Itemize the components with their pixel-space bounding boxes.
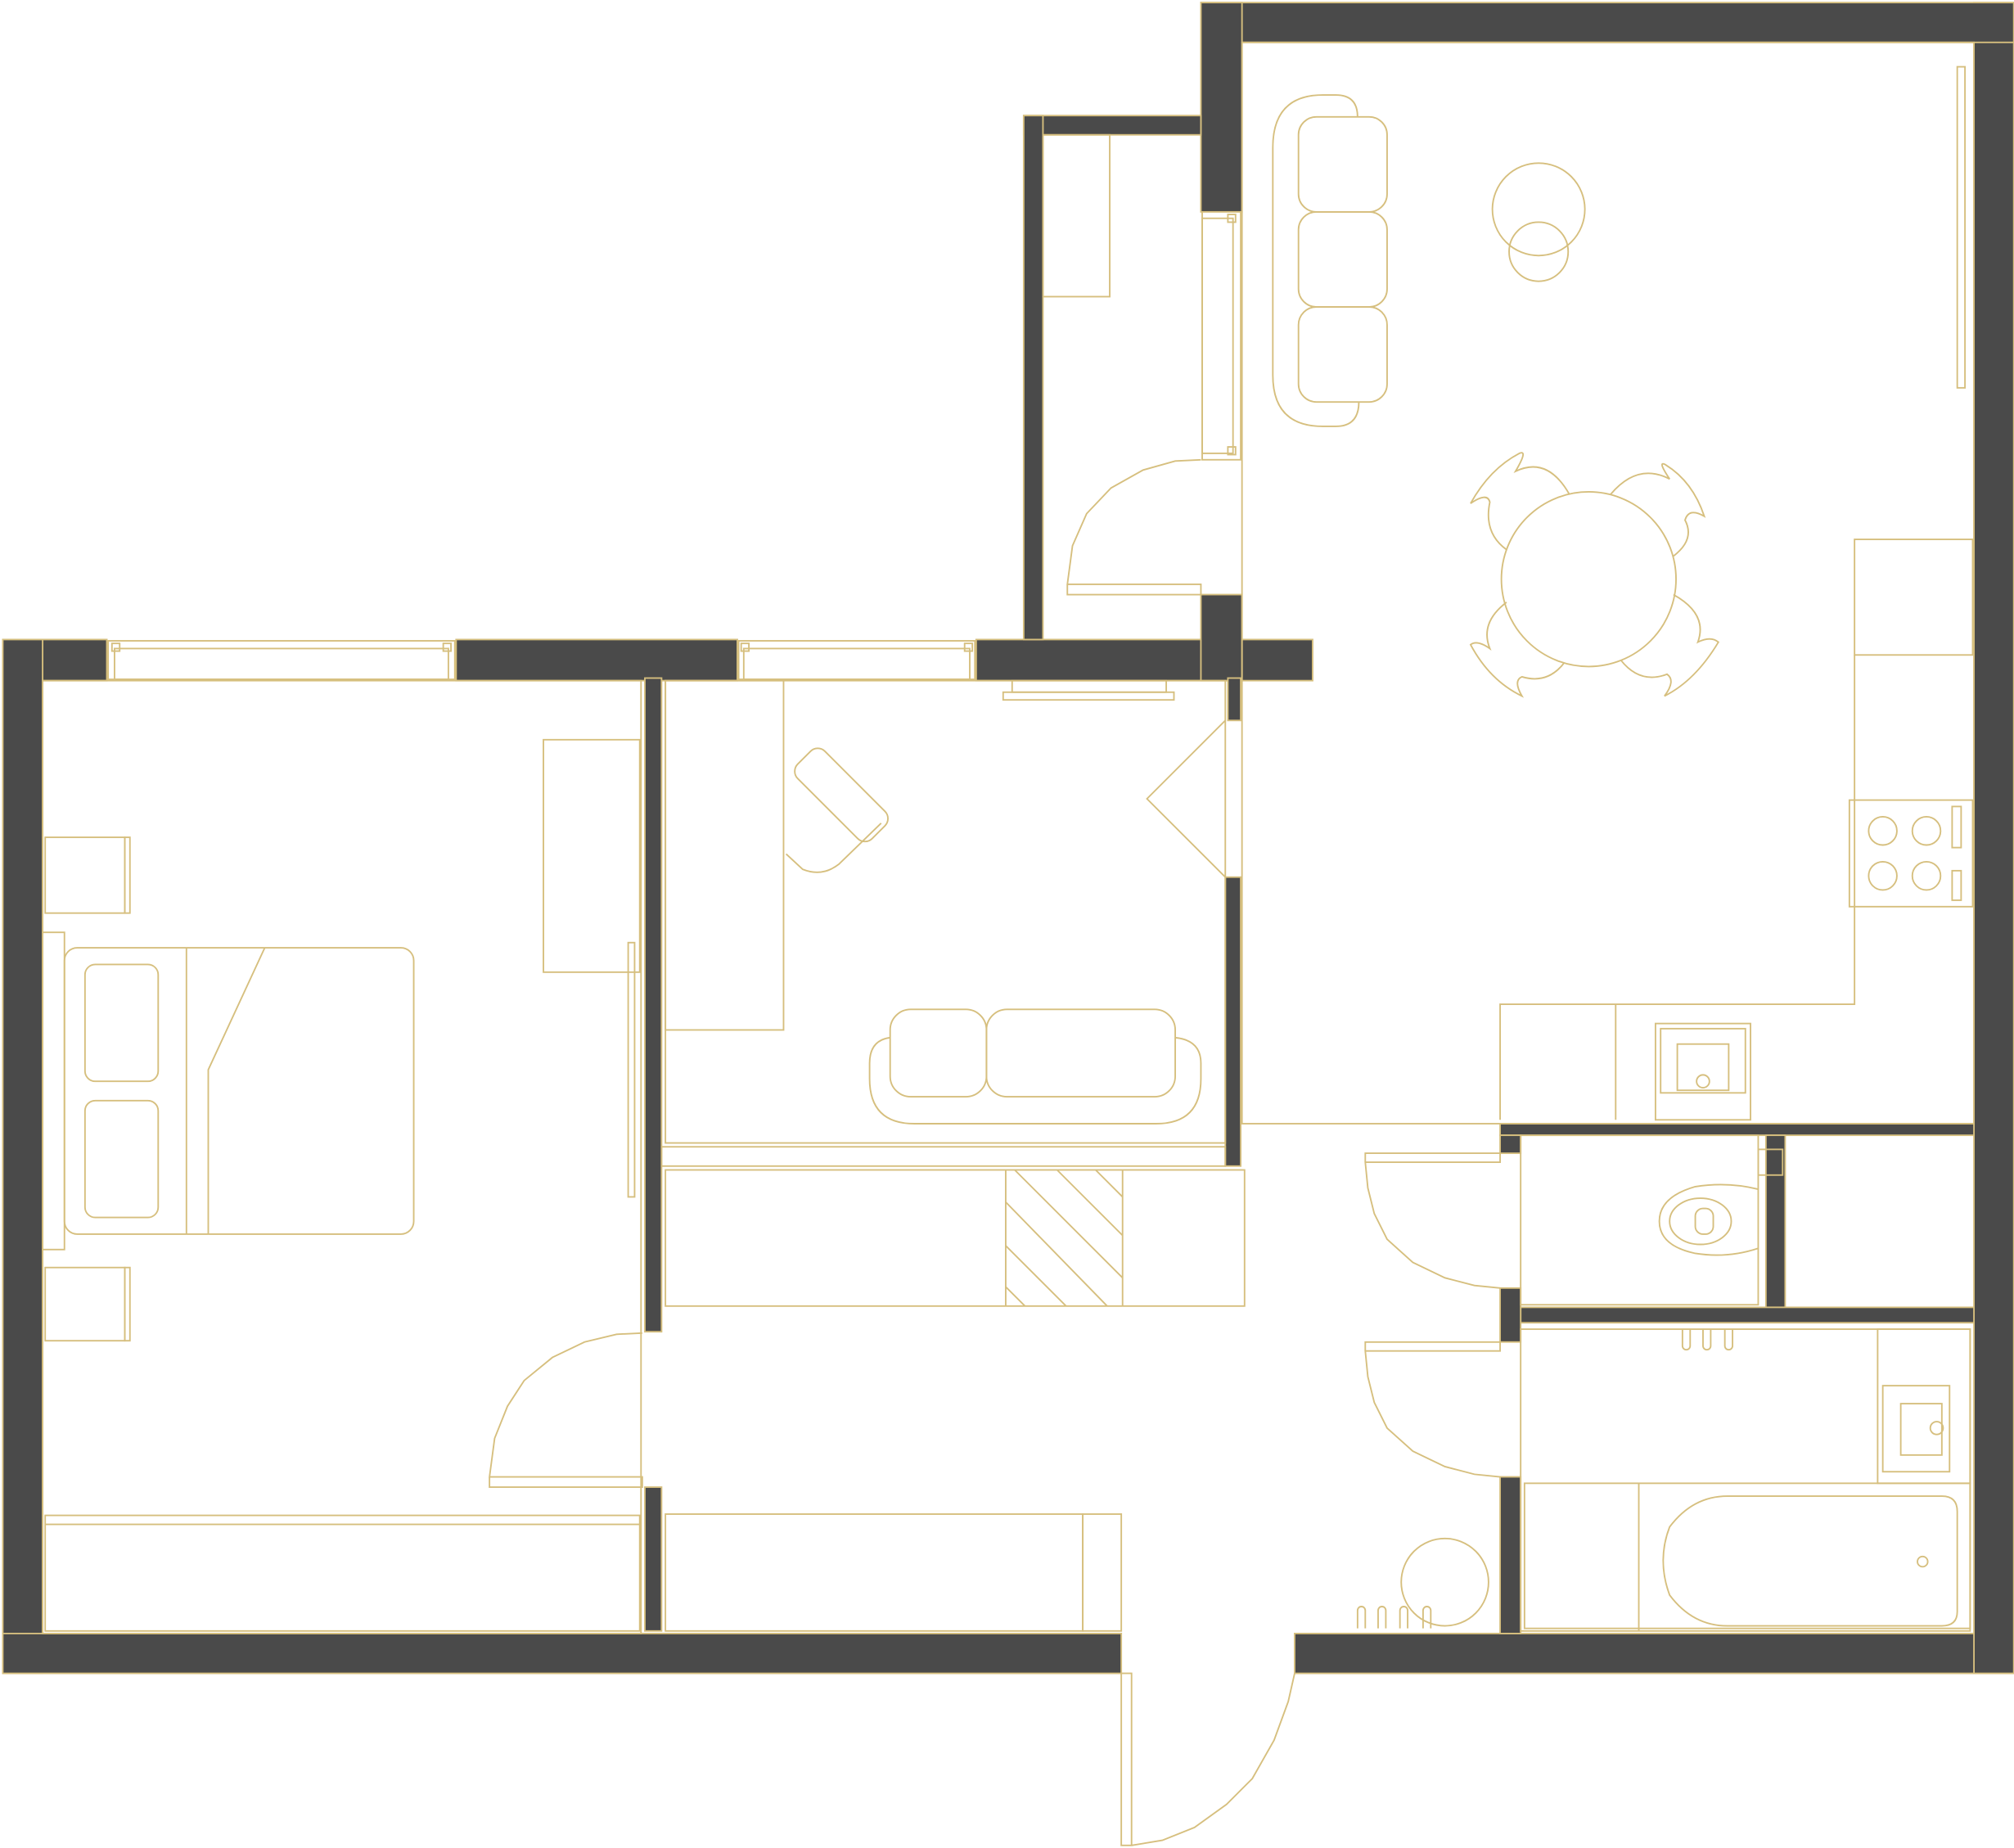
radiator bbox=[1011, 679, 1168, 693]
nightstand bbox=[44, 836, 126, 914]
bedroom-furniture bbox=[42, 738, 641, 1632]
door-toilet bbox=[1364, 1152, 1501, 1289]
door-bedroom bbox=[489, 1332, 643, 1489]
tv bbox=[627, 941, 636, 1198]
bed bbox=[63, 947, 415, 1235]
door-entrance bbox=[1120, 1672, 1295, 1846]
plant bbox=[1400, 1537, 1489, 1627]
wardrobe bbox=[44, 1514, 641, 1632]
desk bbox=[665, 679, 785, 1031]
bathroom bbox=[1520, 1328, 1971, 1632]
shoe-cabinet bbox=[665, 1513, 1084, 1632]
chair bbox=[1620, 593, 1720, 697]
kitchen-sink bbox=[1654, 1022, 1751, 1121]
dining-table bbox=[1500, 491, 1677, 668]
doors bbox=[489, 458, 1501, 1846]
living-furniture bbox=[1272, 94, 1974, 1121]
pouf bbox=[1491, 162, 1586, 257]
chair bbox=[1469, 602, 1566, 698]
headboard bbox=[42, 931, 65, 1251]
stove bbox=[1848, 799, 1974, 908]
windows bbox=[107, 65, 1967, 681]
toilet bbox=[1658, 1183, 1759, 1256]
walls bbox=[2, 2, 2014, 1674]
desk bbox=[543, 738, 641, 973]
chair bbox=[794, 747, 889, 843]
office-furniture bbox=[665, 679, 1202, 1125]
bathtub bbox=[1523, 1482, 1971, 1629]
hall-closets bbox=[660, 133, 1489, 1632]
inner-lines bbox=[42, 41, 1976, 1634]
pillow bbox=[83, 1099, 160, 1219]
toilet-room bbox=[1520, 1134, 1784, 1306]
closet bbox=[665, 1169, 1246, 1307]
chair bbox=[1610, 462, 1706, 557]
door-office bbox=[1146, 719, 1226, 878]
washbasin bbox=[1881, 1385, 1951, 1473]
door-bathroom bbox=[1364, 1341, 1501, 1478]
sofa bbox=[1272, 94, 1360, 427]
pillow bbox=[83, 963, 160, 1083]
door-balcony bbox=[1066, 458, 1202, 596]
kitchen-counter bbox=[1854, 539, 1974, 656]
nightstand bbox=[44, 1266, 126, 1342]
kitchen-counter bbox=[1499, 655, 1856, 1120]
sofa bbox=[868, 1036, 1202, 1125]
chair bbox=[1470, 452, 1570, 551]
